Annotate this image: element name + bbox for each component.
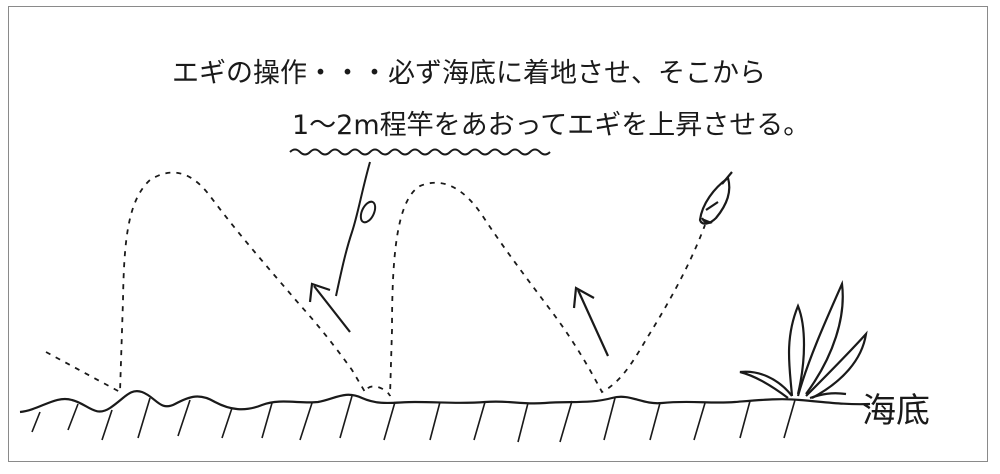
jig-trajectory <box>45 171 706 397</box>
seabed-hatching <box>31 395 796 443</box>
seabed-label: 海底 <box>862 391 930 431</box>
lift-arrow-left <box>308 282 351 333</box>
seaweed-icon <box>739 279 868 400</box>
seabed-line <box>19 390 871 414</box>
rod-line-sketch <box>335 161 377 297</box>
caption-line-2: 1〜2m程竿をあおってエギを上昇させる。 <box>292 110 810 141</box>
sketch-frame <box>8 6 988 462</box>
wavy-underline <box>289 148 551 156</box>
caption-line-1: エギの操作・・・必ず海底に着地させ、そこから <box>172 58 766 89</box>
squid-jig-icon <box>698 171 733 225</box>
lift-arrow-right <box>572 286 610 357</box>
